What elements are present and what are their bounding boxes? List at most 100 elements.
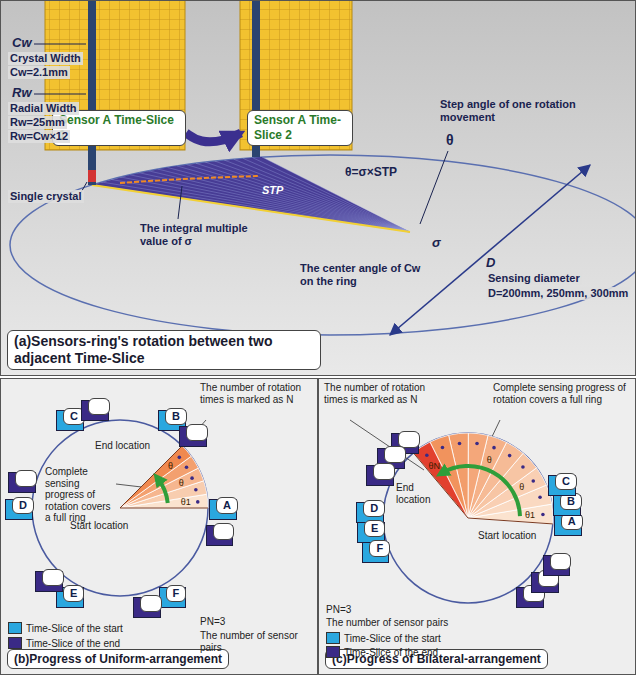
sensor-letter: D <box>42 569 64 586</box>
annotation: The number of sensor pairs <box>200 630 312 653</box>
location-edge <box>120 446 182 508</box>
annotation: Cw=2.1mm <box>8 66 70 79</box>
rotation-wedge <box>92 157 410 232</box>
sensor-letter: A <box>186 424 208 441</box>
legend-text: Time-Slice of the start <box>26 623 123 634</box>
step-dot <box>178 456 182 460</box>
annotation: PN=3 <box>200 616 225 628</box>
annotation: The number of sensor pairs <box>326 617 448 629</box>
sensor-letter: D <box>363 500 385 517</box>
sensor-box: A <box>554 515 582 536</box>
sensor-letter: C <box>373 463 395 480</box>
sensor-letter: E <box>63 585 84 602</box>
legend-item: Time-Slice of the end <box>326 646 438 658</box>
sensor-ring <box>32 420 208 596</box>
sector-step <box>468 433 488 518</box>
leader-line <box>178 186 182 219</box>
sensor-letter: F <box>166 585 187 602</box>
step-dot <box>508 454 512 458</box>
sensor-box: F <box>362 542 389 563</box>
annotation: End location <box>396 482 436 505</box>
sensor-box: F <box>543 555 570 576</box>
sensor-box: C <box>366 465 394 486</box>
sensor-letter: E <box>140 595 161 612</box>
hatch-line <box>92 185 410 232</box>
sensor-letter: B <box>88 398 110 415</box>
annotation: θ <box>446 132 454 148</box>
sensor-box: D <box>35 571 63 592</box>
step-dot <box>475 442 479 446</box>
angle-symbol: θ <box>487 455 492 465</box>
annotation: Complete sensing progress of rotation co… <box>493 382 631 405</box>
sector-fan <box>413 433 553 524</box>
sensor-box: B <box>81 400 109 421</box>
step-dot <box>521 465 525 469</box>
sensor-box: B <box>553 495 581 516</box>
progress-arrow <box>158 478 168 503</box>
step-dot <box>185 465 189 469</box>
hatch-line <box>196 163 410 232</box>
step-dot <box>541 513 545 517</box>
annotation: Start location <box>70 520 128 532</box>
step-dot <box>492 446 496 450</box>
hatch-line <box>215 161 410 232</box>
hatch-line <box>186 165 410 232</box>
sensor-letter: A <box>561 513 583 530</box>
location-edge <box>468 518 553 524</box>
angle-symbol: θ <box>168 460 173 470</box>
sector-step <box>120 456 198 508</box>
legend-item: Time-Slice of the end <box>8 637 120 649</box>
annotation: Complete sensing progress of rotation co… <box>45 466 115 524</box>
legend-swatch <box>326 632 340 644</box>
legend-item: Time-Slice of the start <box>326 632 441 644</box>
annotation: σ <box>432 236 441 251</box>
annotation: End location <box>95 440 150 452</box>
legend-text: Time-Slice of the end <box>344 647 438 658</box>
legend-swatch <box>326 646 340 658</box>
sensor-letter: C <box>555 473 577 490</box>
angle-symbol: θ1 <box>181 497 191 507</box>
annotation: Rw=Cw×12 <box>8 130 70 143</box>
sector-step <box>413 442 468 518</box>
diameter-arrow <box>390 165 590 335</box>
leader-line <box>34 94 86 95</box>
step-dot <box>425 454 429 458</box>
hatch-line <box>205 162 410 232</box>
angle-symbol: θ1 <box>525 510 535 520</box>
leader-line <box>34 44 86 45</box>
sensor-box: F <box>206 525 233 546</box>
annotation: Start location <box>478 530 536 542</box>
sensor-letter: B <box>384 446 406 463</box>
sensor-box: D <box>5 499 33 520</box>
annotation: PN=3 <box>326 604 351 616</box>
sensor-ring <box>383 433 553 603</box>
annotation: Crystal Width <box>8 52 83 65</box>
ring-illustration <box>10 0 636 335</box>
annotation: The number of rotation times is marked a… <box>324 382 446 405</box>
single-crystal <box>88 170 96 182</box>
legend-item: Time-Slice of the start <box>8 622 123 634</box>
sensor-box: A <box>179 426 207 447</box>
location-edge <box>120 508 208 509</box>
sensor-letter: F <box>213 523 234 540</box>
panel-ground <box>0 0 636 376</box>
sector-fan <box>120 446 208 508</box>
step-dot <box>458 442 462 446</box>
panel-ground <box>0 378 318 675</box>
sensor-letter: F <box>550 553 571 570</box>
diagram-panel: (c)Progress of Bilateral-arrangementABCD… <box>318 378 636 675</box>
annotation: D=200mm, 250mm, 300mm <box>486 287 630 300</box>
diagram-panel: (a)Sensors-ring's rotation between two a… <box>0 0 636 376</box>
step-dot <box>531 479 535 483</box>
rotation-arrow <box>186 133 241 142</box>
sensor-letter: F <box>369 540 390 557</box>
angle-symbol: θ <box>519 482 524 492</box>
sector-step <box>120 446 191 508</box>
sensor-box: A <box>209 499 237 520</box>
sensor-box: E <box>133 597 161 618</box>
annotation: Rw <box>12 86 32 101</box>
hatch-line <box>224 160 410 232</box>
wedge-hatching <box>92 157 410 232</box>
sensor-block: Sensor A Time-Slice 2 <box>241 1 353 151</box>
sensor-letter: E <box>364 520 385 537</box>
